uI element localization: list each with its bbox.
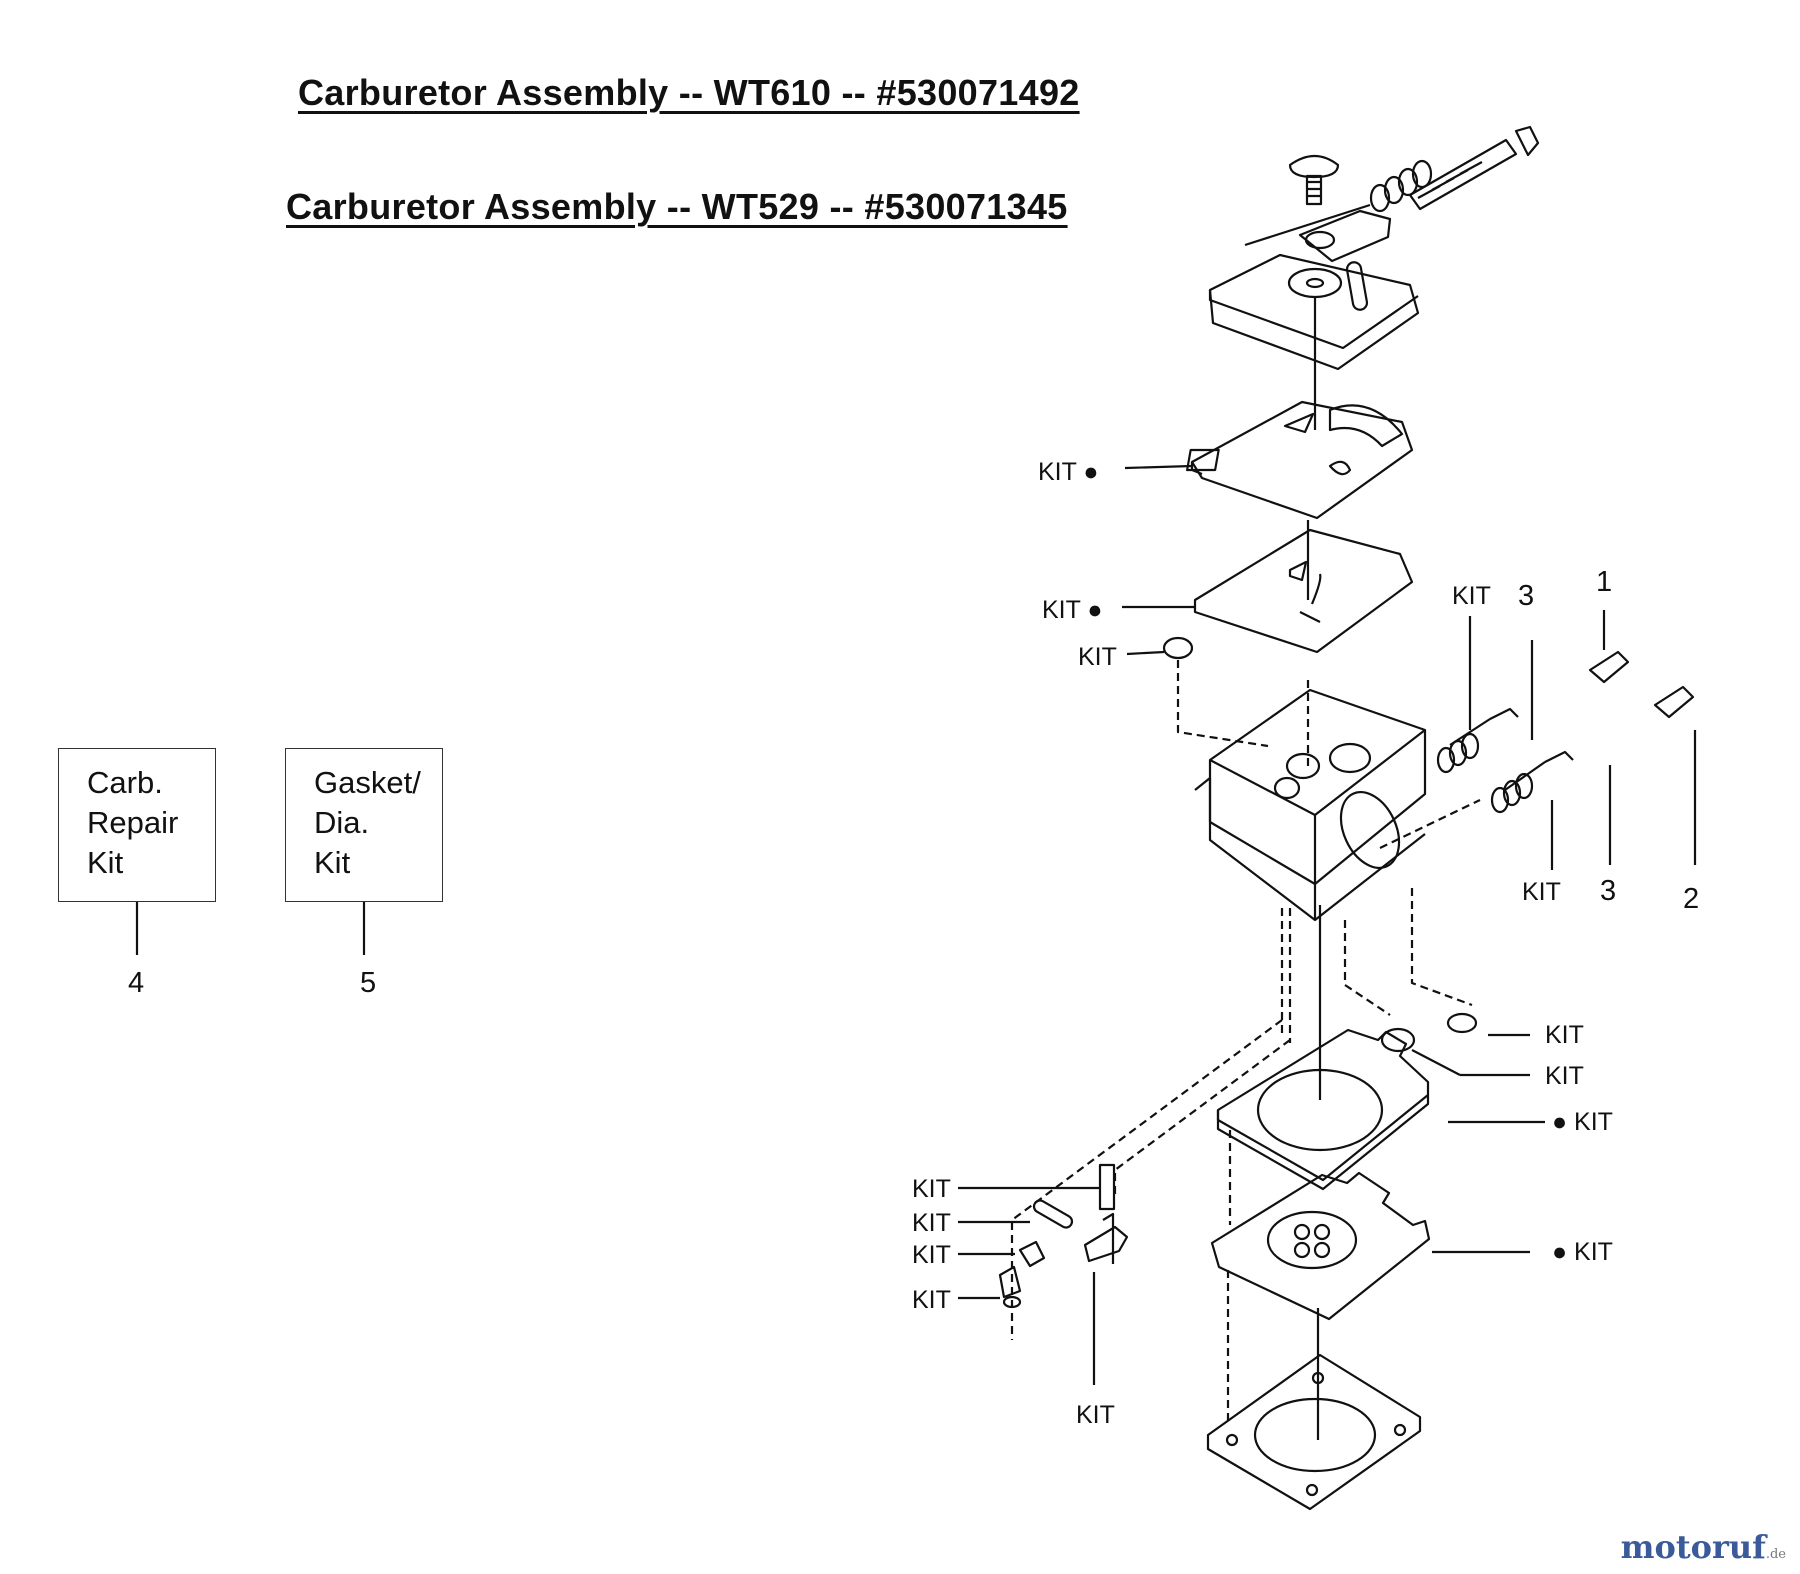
kit-line: Kit (87, 845, 124, 880)
kit-label: KIT (1076, 1401, 1115, 1429)
ref-number-3: 3 (1518, 580, 1535, 612)
ref-number-4: 4 (128, 967, 145, 999)
kit-label: KIT (912, 1175, 951, 1203)
title-wt529: Carburetor Assembly -- WT529 -- #5300713… (286, 186, 1068, 227)
motoruf-watermark: motoruf.de (1621, 1528, 1786, 1566)
watermark-suffix: .de (1765, 1547, 1786, 1562)
gasket-dia-kit-box: Gasket/ Dia. Kit (285, 748, 443, 902)
ref-number-3: 3 (1600, 875, 1617, 907)
watermark-brand: motoruf (1620, 1528, 1766, 1566)
kit-label: KIT (1078, 643, 1117, 671)
kit-label: KIT (912, 1241, 951, 1269)
kit-line: Repair (87, 805, 179, 840)
kit-label: KIT (1545, 1062, 1584, 1090)
ref-number-1: 1 (1596, 566, 1613, 598)
carb-repair-kit-box: Carb. Repair Kit (58, 748, 216, 902)
kit-label: KIT ● (1042, 596, 1103, 624)
kit-label: KIT ● (1038, 458, 1099, 486)
title-wt610: Carburetor Assembly -- WT610 -- #5300714… (298, 72, 1080, 113)
ref-number-5: 5 (360, 967, 377, 999)
kit-line: Carb. (87, 765, 163, 800)
ref-number-2: 2 (1683, 883, 1700, 915)
kit-label: KIT (1452, 582, 1491, 610)
kit-line: Dia. (314, 805, 370, 840)
kit-label: KIT (1522, 878, 1561, 906)
kit-label: KIT (912, 1209, 951, 1237)
kit-line: Gasket/ (314, 765, 421, 800)
kit-label: KIT (1545, 1021, 1584, 1049)
kit-label: KIT (912, 1286, 951, 1314)
kit-label: ● KIT (1552, 1108, 1613, 1136)
kit-label: ● KIT (1552, 1238, 1613, 1266)
kit-line: Kit (314, 845, 351, 880)
